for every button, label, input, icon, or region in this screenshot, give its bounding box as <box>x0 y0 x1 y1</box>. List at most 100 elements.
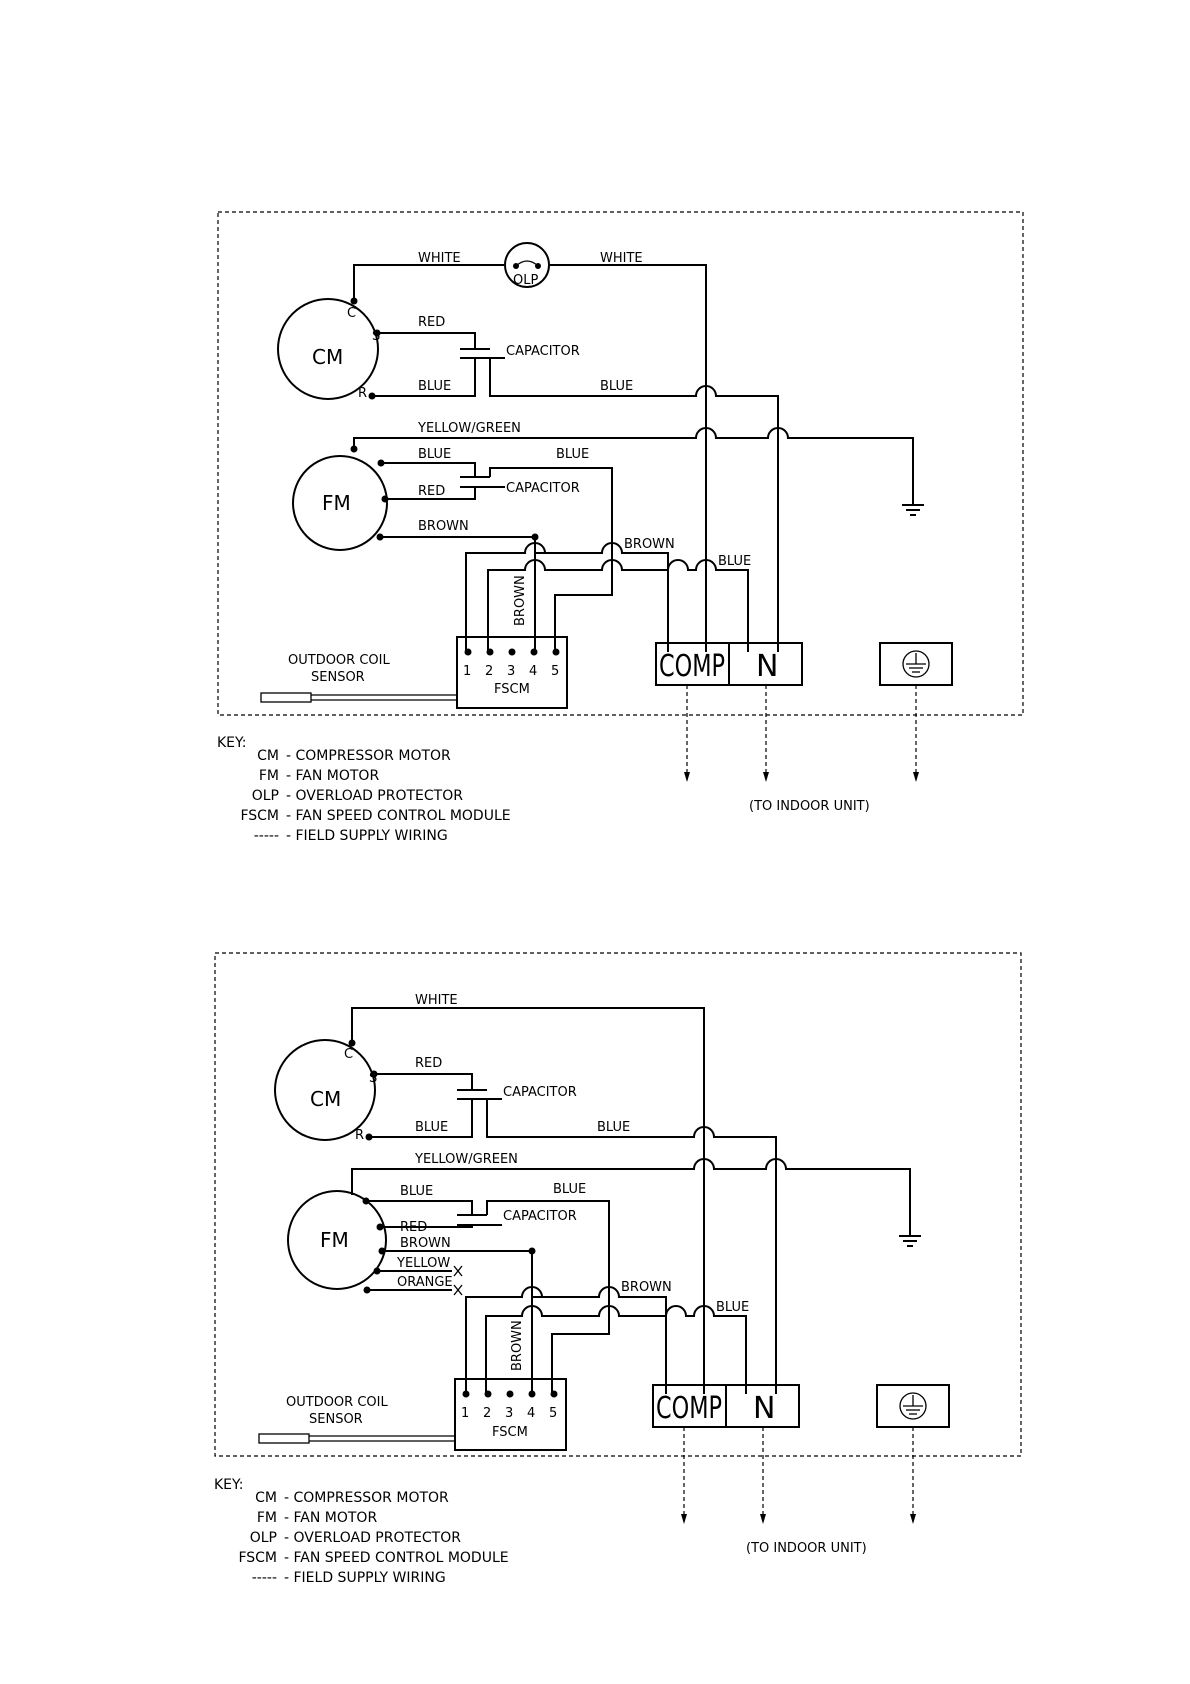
wire-cut-x <box>453 1284 463 1296</box>
fscm-pin-label: 4 <box>527 1406 535 1421</box>
capacitor-label: CAPACITOR <box>506 481 580 496</box>
fscm-wire-2 <box>485 1305 747 1394</box>
wire-label-red: RED <box>415 1056 442 1071</box>
wire-label-blue: BLUE <box>600 379 633 394</box>
terminal-n-label: N <box>756 649 778 684</box>
wire-label-orange: ORANGE <box>397 1275 453 1290</box>
legend-desc: - FIELD SUPPLY WIRING <box>284 1570 446 1586</box>
earth-icon <box>902 650 930 678</box>
blue-wire <box>489 467 613 650</box>
compressor-motor-label: CM <box>312 345 343 369</box>
wire-label-red: RED <box>400 1220 427 1235</box>
olp-label: OLP <box>513 273 538 288</box>
olp-switch <box>515 260 539 267</box>
red-wire <box>380 1225 473 1228</box>
legend-desc: - FIELD SUPPLY WIRING <box>286 828 448 844</box>
capacitor-label: CAPACITOR <box>503 1209 577 1224</box>
yellow-green-wire <box>353 427 914 505</box>
to-indoor-unit-label: (TO INDOOR UNIT) <box>746 1541 867 1556</box>
wire-label-blue: BLUE <box>556 447 589 462</box>
terminal-comp-label: COMP <box>656 1391 722 1426</box>
legend-abbr: ----- <box>252 1570 277 1586</box>
fscm-pin-dot <box>552 648 560 656</box>
to-indoor-unit-label: (TO INDOOR UNIT) <box>749 799 870 814</box>
fscm-pin-dot <box>506 1390 514 1398</box>
sensor-label: OUTDOOR COIL <box>286 1395 388 1410</box>
white-wire <box>353 264 504 301</box>
fan-motor-label: FM <box>320 1228 349 1252</box>
fscm-wire-2 <box>487 559 749 652</box>
unit-boundary <box>217 211 1024 716</box>
brown-wire <box>534 537 669 652</box>
wiring-diagram-1: CM C S R OLP WHITE WHITE RED CAPACITOR B… <box>217 211 1024 844</box>
legend-desc: - FAN SPEED CONTROL MODULE <box>284 1550 509 1566</box>
terminal-c-label: C <box>344 1047 353 1062</box>
wire-label-white: WHITE <box>415 993 458 1008</box>
blue-wire <box>372 358 476 397</box>
wire-label-blue: BLUE <box>716 1300 749 1315</box>
field-supply-wire <box>686 685 917 780</box>
wire-label-blue: BLUE <box>418 379 451 394</box>
legend-desc: - COMPRESSOR MOTOR <box>284 1490 449 1506</box>
yellow-green-wire <box>351 1158 911 1236</box>
sensor-cable <box>311 694 457 701</box>
blue-wire <box>366 1200 473 1215</box>
capacitor-label: CAPACITOR <box>506 344 580 359</box>
wire-label-white: WHITE <box>418 251 461 266</box>
fan-motor-terminal <box>350 445 358 453</box>
wire-label-red: RED <box>418 315 445 330</box>
legend-desc: - FAN SPEED CONTROL MODULE <box>286 808 511 824</box>
wire-label-brown: BROWN <box>513 575 528 626</box>
compressor-motor-label: CM <box>310 1087 341 1111</box>
brown-wire <box>531 1251 667 1394</box>
wire-cut-x <box>453 1265 463 1277</box>
blue-wire <box>486 1200 610 1392</box>
terminal-n-label: N <box>753 1391 775 1426</box>
red-wire <box>374 1073 473 1090</box>
earth-icon <box>899 1392 927 1420</box>
legend-desc: - OVERLOAD PROTECTOR <box>286 788 463 804</box>
legend-abbr: OLP <box>250 1530 277 1546</box>
legend-abbr: CM <box>255 1490 277 1506</box>
fscm-pin-label: 5 <box>549 1406 557 1421</box>
fscm-pin-dot <box>486 648 494 656</box>
outdoor-coil-sensor <box>258 1433 310 1444</box>
sensor-label: SENSOR <box>309 1412 363 1427</box>
fscm-pin-label: 2 <box>485 664 493 679</box>
wire-label-red: RED <box>418 484 445 499</box>
wire-label-yellow: YELLOW <box>396 1256 450 1271</box>
legend-desc: - COMPRESSOR MOTOR <box>286 748 451 764</box>
legend-abbr: ----- <box>254 828 279 844</box>
red-wire <box>377 332 476 349</box>
sensor-cable <box>309 1435 455 1442</box>
wire-label-blue: BLUE <box>400 1184 433 1199</box>
fan-motor <box>292 455 388 551</box>
fscm-pins: 1 2 3 4 5 <box>463 648 560 679</box>
wire-label-brown: BROWN <box>418 519 469 534</box>
sensor-label: SENSOR <box>311 670 365 685</box>
white-wire <box>549 264 707 652</box>
legend-abbr: OLP <box>252 788 279 804</box>
field-supply-wire <box>683 1427 914 1522</box>
fscm-pin-dot <box>484 1390 492 1398</box>
wire-label-blue: BLUE <box>718 554 751 569</box>
legend: KEY: CM - COMPRESSOR MOTOR FM - FAN MOTO… <box>214 1477 509 1586</box>
blue-wire <box>369 1099 473 1138</box>
wire-label-brown: BROWN <box>621 1280 672 1295</box>
fscm-pin-dot <box>464 648 472 656</box>
fan-speed-control-module <box>454 1378 567 1451</box>
terminal-s-label: S <box>369 1071 377 1086</box>
fan-motor <box>287 1190 387 1290</box>
legend-desc: - OVERLOAD PROTECTOR <box>284 1530 461 1546</box>
terminal-comp-label: COMP <box>659 649 725 684</box>
wire-label-blue: BLUE <box>553 1182 586 1197</box>
compressor-motor <box>274 1039 376 1141</box>
wire-label-blue: BLUE <box>418 447 451 462</box>
legend-abbr: FSCM <box>238 1550 277 1566</box>
terminal-r-label: R <box>358 386 367 401</box>
wire-label-white: WHITE <box>600 251 643 266</box>
legend: KEY: CM - COMPRESSOR MOTOR FM - FAN MOTO… <box>217 735 511 844</box>
legend-desc: - FAN MOTOR <box>284 1510 377 1526</box>
wire-label-brown: BROWN <box>510 1320 525 1371</box>
